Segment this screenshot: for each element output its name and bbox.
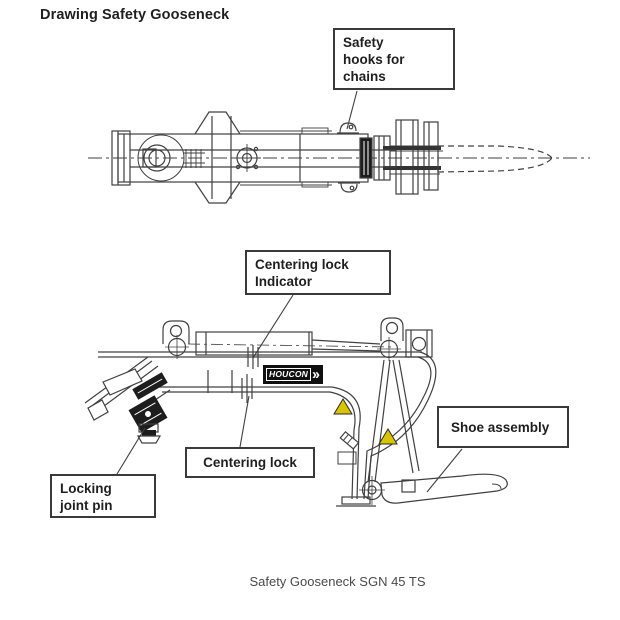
side-view-drawing xyxy=(84,317,508,507)
flange-stack xyxy=(372,119,443,195)
end-plate xyxy=(359,137,373,179)
bottom-gusset xyxy=(194,181,241,204)
kingpin-boss xyxy=(137,134,205,182)
callout-line: joint pin xyxy=(60,498,113,513)
callout-line: hooks for xyxy=(343,52,405,67)
safety-hook-bottom xyxy=(338,182,360,193)
houcon-logo-text: HOUCON xyxy=(266,368,311,381)
leg-pin-detail xyxy=(339,430,360,450)
callout-line: Safety xyxy=(343,35,384,50)
locking-pin-mechanism xyxy=(87,368,168,444)
leader-lines xyxy=(116,90,463,493)
shoe-assembly-drawing xyxy=(359,473,508,505)
callout-locking-joint-pin: Locking joint pin xyxy=(50,474,156,518)
mid-flange xyxy=(233,144,261,172)
warning-triangle-icon xyxy=(378,428,398,445)
leader-centering-lock-indicator xyxy=(252,294,294,359)
houcon-logo: HOUCON ›› xyxy=(263,365,323,384)
warning-triangle-icon xyxy=(333,398,353,415)
callout-line: Indicator xyxy=(255,274,313,289)
callout-line: Shoe assembly xyxy=(451,419,550,435)
safety-hook-top xyxy=(337,122,359,134)
callout-line: Centering lock xyxy=(203,455,297,470)
centering-lock-marks xyxy=(207,370,253,403)
figure-caption: Safety Gooseneck SGN 45 TS xyxy=(249,574,426,589)
callout-centering-lock-indicator: Centering lock Indicator xyxy=(245,250,391,295)
top-gusset xyxy=(194,111,241,135)
leader-centering-lock xyxy=(239,395,250,448)
callout-line: chains xyxy=(343,69,386,84)
right-mount-lug xyxy=(377,317,404,361)
top-view-drawing xyxy=(88,111,590,204)
callout-centering-lock: Centering lock xyxy=(185,447,315,478)
leader-safety-hooks xyxy=(346,90,358,130)
page-title: Drawing Safety Gooseneck xyxy=(40,7,230,23)
callout-line: Centering lock xyxy=(255,257,349,272)
callout-line: Locking xyxy=(60,481,112,496)
shoe-strut xyxy=(367,359,420,483)
callout-safety-hooks: Safety hooks for chains xyxy=(333,28,455,90)
leader-locking-joint-pin xyxy=(116,427,146,475)
gooseneck-nose xyxy=(437,145,553,173)
hydraulic-cylinder xyxy=(187,331,396,356)
chevrons-icon: ›› xyxy=(311,366,320,383)
beam-end-bracket xyxy=(405,329,433,358)
leader-shoe-assembly xyxy=(426,448,463,493)
left-mount-lug xyxy=(162,320,190,359)
callout-shoe-assembly: Shoe assembly xyxy=(437,406,569,448)
